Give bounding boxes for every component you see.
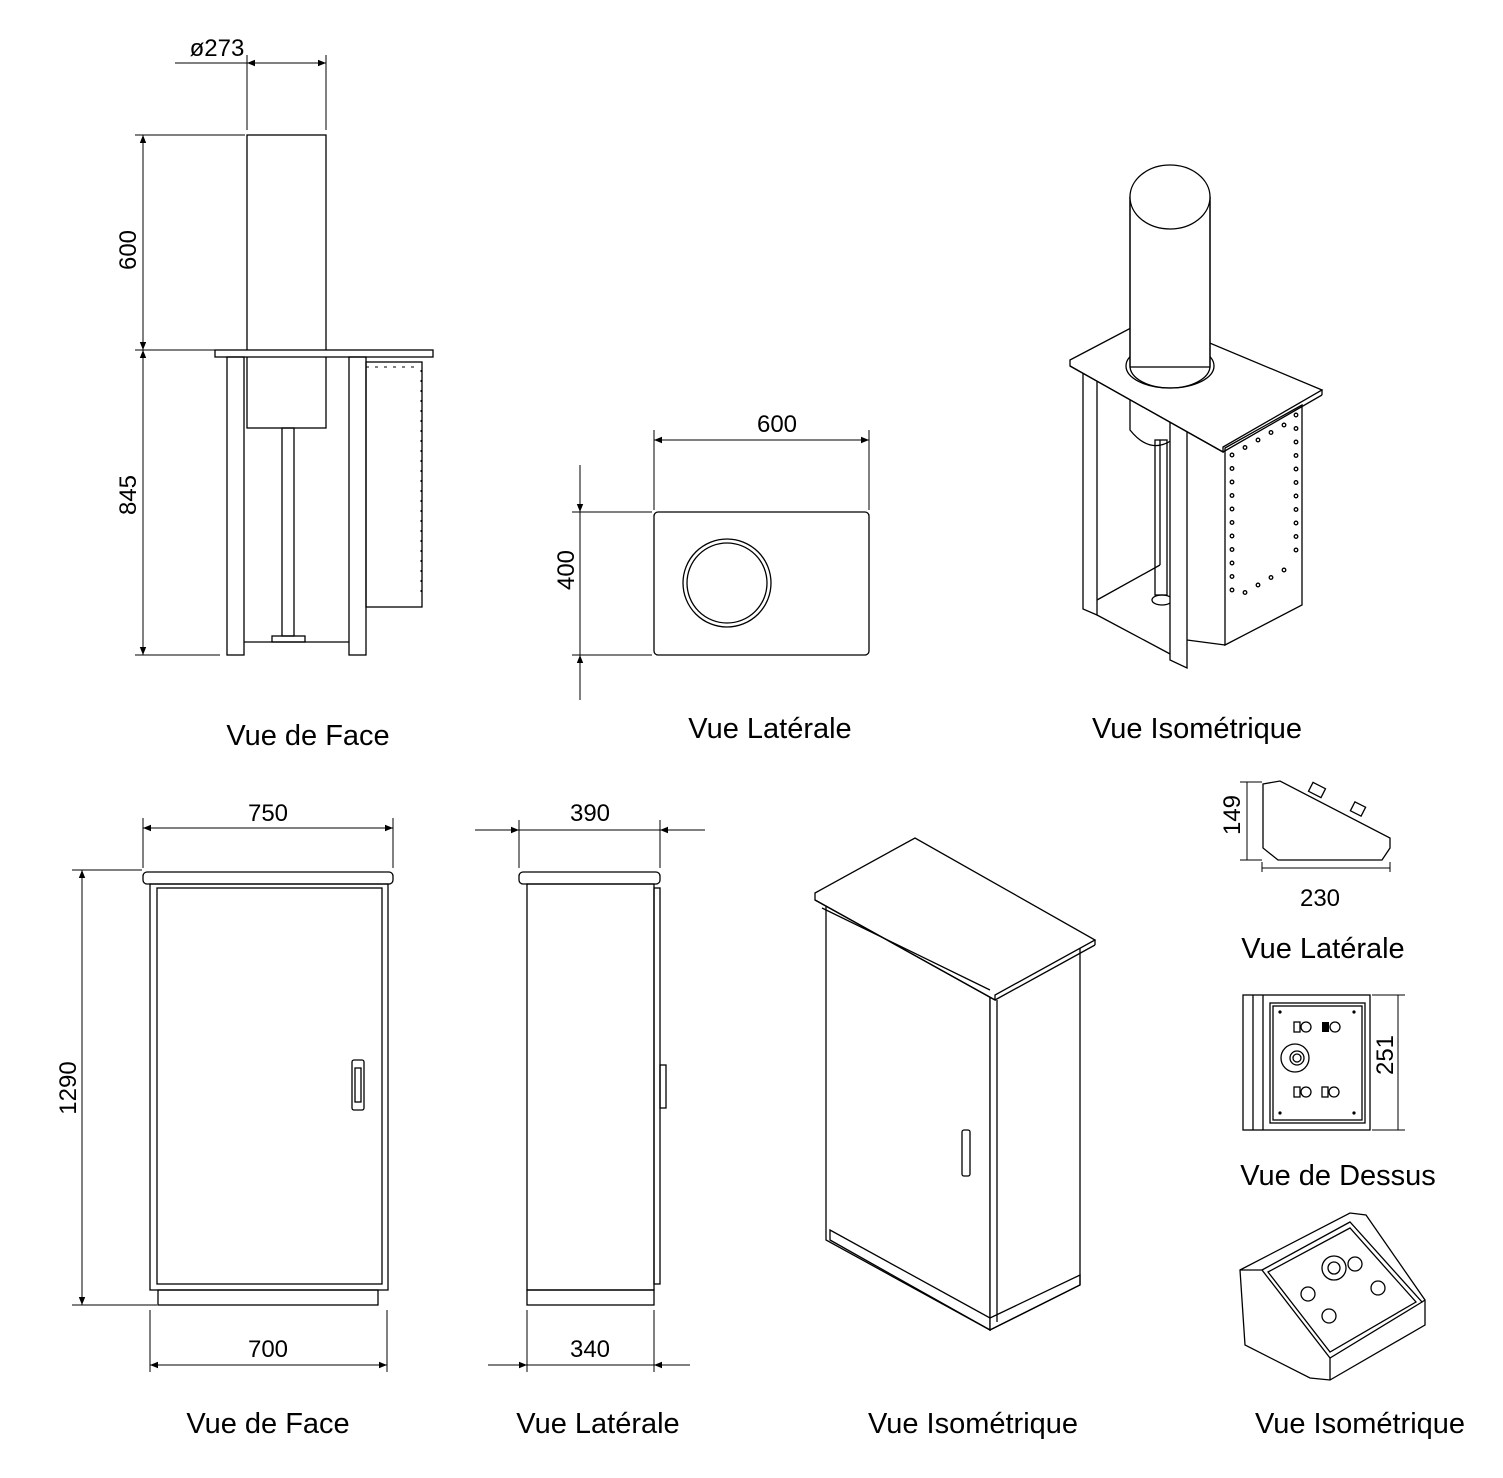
- view-label: Vue Isométrique: [868, 1408, 1078, 1440]
- dimension-depth: 251: [1372, 1035, 1399, 1075]
- bolt-hole: [1293, 426, 1299, 431]
- view-label: Vue de Face: [226, 720, 389, 752]
- bolt-hole: [1229, 506, 1235, 512]
- cabinet-side-view: 390 340 Vue Latérale: [475, 800, 705, 1440]
- view-label: Vue Isométrique: [1255, 1408, 1465, 1440]
- dimension-width-bottom: 700: [248, 1336, 288, 1363]
- dimension-diameter: ø273: [190, 35, 245, 62]
- bolt-hole: [1255, 437, 1261, 443]
- view-label: Vue Latérale: [688, 713, 851, 745]
- bolt-hole: [1293, 439, 1299, 445]
- bolt-hole: [1281, 422, 1287, 428]
- bolt-hole: [1293, 412, 1299, 418]
- bolt-holes: [1229, 412, 1299, 595]
- bolt-hole: [1255, 582, 1261, 588]
- bolt-hole: [1229, 479, 1235, 485]
- view-label: Vue Latérale: [1241, 933, 1404, 965]
- button-icons: [1280, 1021, 1341, 1098]
- bollard-front-view: ø273 600 845 Vue de Face: [115, 35, 434, 752]
- bolt-hole: [1268, 430, 1274, 435]
- bolt-hole: [1229, 452, 1235, 458]
- dimension-width: 600: [757, 411, 797, 438]
- bolt-hole: [1293, 453, 1299, 458]
- bolt-hole: [1268, 575, 1274, 580]
- bolt-hole: [1293, 520, 1299, 526]
- bolt-hole: [1229, 547, 1235, 552]
- console-side-view: 149 230 Vue Latérale: [1219, 780, 1405, 965]
- bolt-hole: [1229, 587, 1235, 593]
- dimension-height: 149: [1219, 795, 1246, 835]
- view-label: Vue de Dessus: [1240, 1160, 1436, 1192]
- dimension-height: 1290: [55, 1061, 82, 1114]
- dimension-depth-top: 390: [570, 800, 610, 827]
- bolt-hole: [1293, 547, 1299, 553]
- view-label: Vue de Face: [186, 1408, 349, 1440]
- bolt-hole: [1293, 534, 1299, 539]
- bolt-hole: [1242, 590, 1248, 595]
- bolt-hole: [1242, 445, 1248, 450]
- bollard-isometric-view: Vue Isométrique: [1069, 164, 1324, 745]
- dimension-depth: 400: [553, 550, 580, 590]
- console-top-view: 251 Vue de Dessus: [1240, 994, 1436, 1192]
- bolt-hole: [1229, 560, 1235, 566]
- bolt-hole: [1229, 466, 1235, 471]
- dimension-depth-bottom: 340: [570, 1336, 610, 1363]
- cabinet-isometric-view: Vue Isométrique: [814, 837, 1097, 1440]
- bollard-side-view: 600 400 Vue Latérale: [553, 411, 870, 745]
- bolt-hole: [1229, 493, 1235, 498]
- bolt-hole: [1229, 533, 1235, 539]
- console-isometric-view: Vue Isométrique: [1239, 1212, 1465, 1440]
- bolt-hole: [1281, 567, 1287, 573]
- bolt-hole: [1229, 574, 1235, 579]
- bolt-hole: [1229, 520, 1235, 525]
- dimension-width-top: 750: [248, 800, 288, 827]
- view-label: Vue Isométrique: [1092, 713, 1302, 745]
- bolt-hole: [1293, 507, 1299, 512]
- dimension-width: 230: [1300, 885, 1340, 912]
- view-label: Vue Latérale: [516, 1408, 679, 1440]
- dimension-column-height: 600: [115, 230, 142, 270]
- bolt-hole: [1293, 466, 1299, 472]
- bolt-hole: [1293, 493, 1299, 499]
- dimension-base-height: 845: [115, 475, 142, 515]
- bolt-hole: [1293, 480, 1299, 485]
- cabinet-front-view: 750 1290 700 Vue de Face: [55, 800, 394, 1440]
